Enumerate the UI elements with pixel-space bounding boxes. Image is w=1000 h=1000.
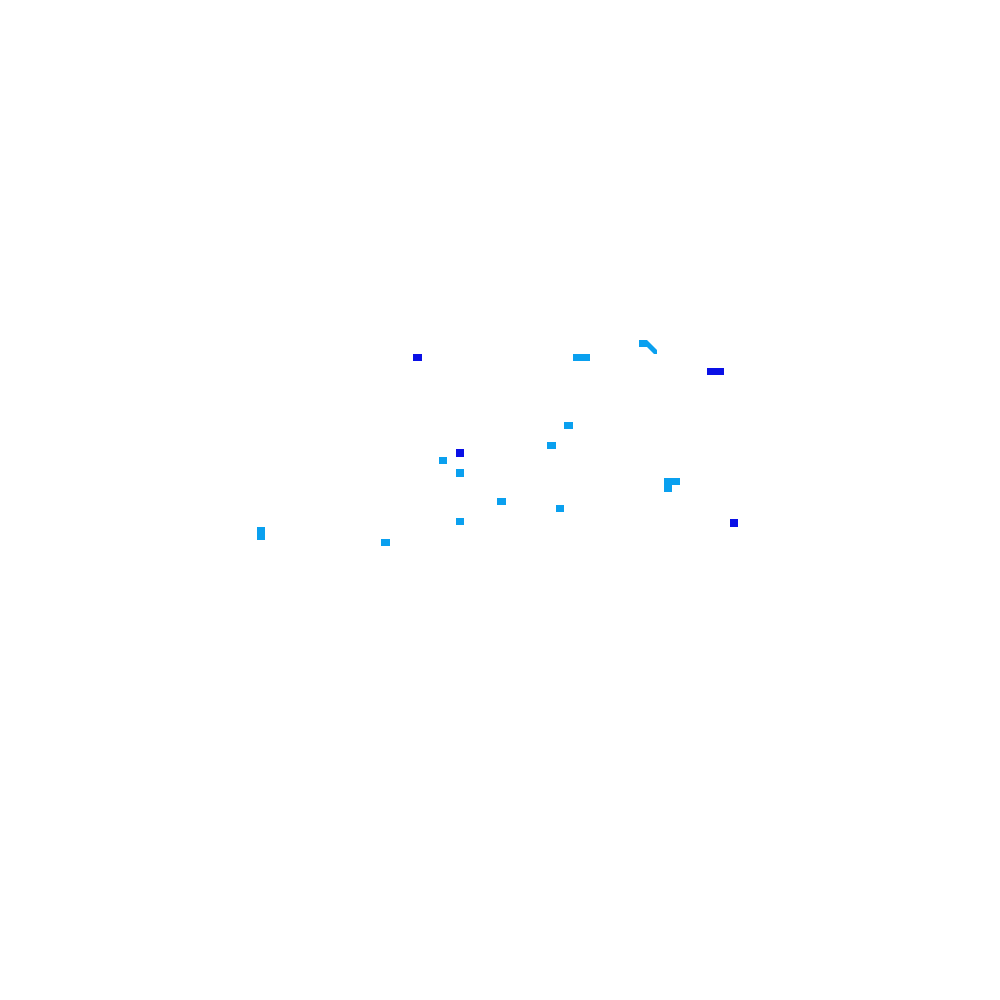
light-mark-9 xyxy=(497,498,506,505)
light-mark-1 xyxy=(573,354,590,361)
dark-mark-1 xyxy=(413,354,422,361)
light-mark-13 xyxy=(381,539,390,546)
dark-mark-4 xyxy=(730,519,738,527)
dark-mark-3 xyxy=(456,449,464,457)
light-mark-12 xyxy=(257,527,265,540)
light-mark-2 xyxy=(639,340,657,354)
light-mark-8 xyxy=(664,485,672,492)
light-mark-10 xyxy=(556,505,564,512)
light-mark-4 xyxy=(547,442,556,449)
light-mark-6 xyxy=(456,469,464,477)
dark-mark-2 xyxy=(707,368,724,375)
light-mark-11 xyxy=(456,518,464,525)
light-mark-7 xyxy=(664,478,680,485)
light-mark-5 xyxy=(439,457,447,464)
light-mark-3 xyxy=(564,422,573,429)
